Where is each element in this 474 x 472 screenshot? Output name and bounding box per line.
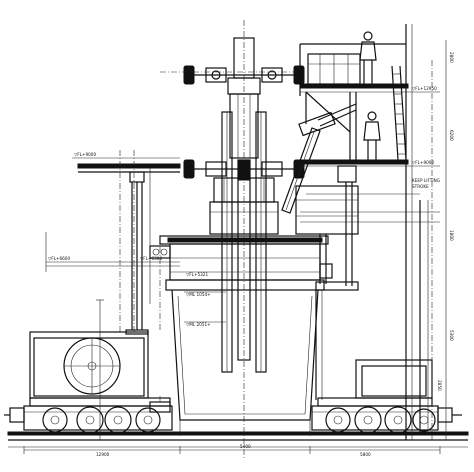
level-left-mid: ▽FL+9000 xyxy=(74,152,96,157)
person-lower xyxy=(363,111,381,160)
lance-stroke-line2: STROKE xyxy=(412,184,429,189)
dim-bottom-left: 12900 xyxy=(96,452,110,457)
dim-vertical-right3: 5300 xyxy=(449,330,454,341)
left-transfer-car xyxy=(4,331,173,434)
left-level-lines: ▽FL+9000 ▽FL+6600 ▽FL+6300 xyxy=(45,152,180,272)
inclined-arm xyxy=(281,103,357,214)
level-ml-low: ▽ML 2051+ xyxy=(186,322,211,327)
dim-bottom-mid: 5400 xyxy=(240,444,251,449)
level-vessel-top: ▽FL+5321 xyxy=(186,272,208,277)
dim-vertical-right2: 1800 xyxy=(449,230,454,241)
ground-rail xyxy=(7,431,469,448)
right-transfer-car xyxy=(311,359,462,434)
dim-bottom-right: 5800 xyxy=(360,452,371,457)
centerlines xyxy=(133,60,433,440)
person-upper xyxy=(359,31,377,84)
level-ml-top: ▽ML 1054+ xyxy=(186,292,211,297)
lance-stroke-line1: KEEP LIFTING xyxy=(412,178,440,183)
dimensions: 12900 5400 5800 2800 6200 1800 5300 2850 xyxy=(23,40,454,457)
dim-vertical-right: 6200 xyxy=(449,130,454,141)
level-right-mid: ▽FL+9000 xyxy=(412,160,434,165)
level-upper-right: ▽FL+12950 xyxy=(412,86,437,91)
left-platform xyxy=(77,150,181,335)
right-tower: ▽FL+12950 ▽FL+9000 xyxy=(295,24,440,440)
level-left-low: ▽FL+6600 xyxy=(48,256,70,261)
dim-vertical-right4: 2850 xyxy=(437,380,442,391)
dim-vertical-top: 2800 xyxy=(449,52,454,63)
